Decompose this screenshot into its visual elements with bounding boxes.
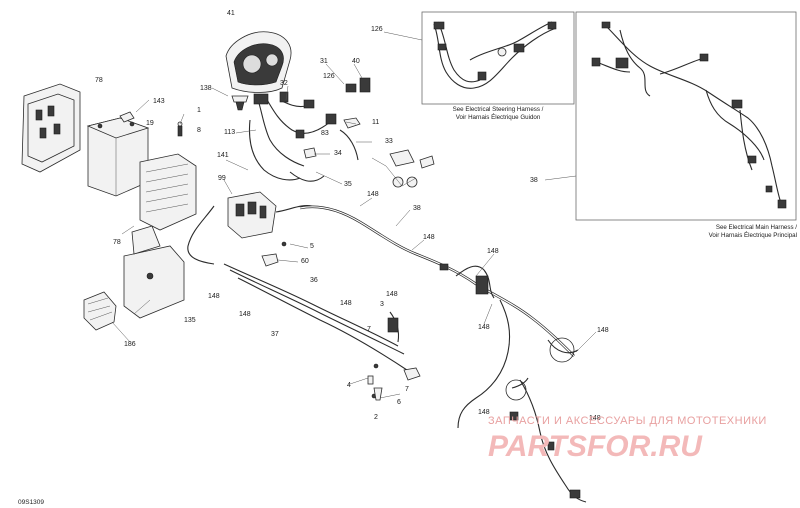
gauge-cluster (225, 31, 292, 93)
battery-cover (139, 153, 197, 231)
battery-tray (123, 225, 185, 319)
callout-38: 38 (413, 205, 421, 212)
rubber-cover-186 (83, 291, 117, 331)
watermark-logo: PARTSFOR.RU (488, 430, 703, 463)
callout-11: 11 (372, 119, 379, 126)
callout-113: 113 (224, 129, 235, 136)
main-harness-inset: See Electrical Main Harness / Voir Harna… (575, 11, 797, 239)
callout-83: 83 (321, 130, 329, 137)
callout-148-b: 148 (423, 234, 435, 241)
callout-3: 3 (380, 301, 384, 308)
callout-186: 186 (124, 341, 136, 348)
callout-40: 40 (352, 58, 360, 65)
callout-8: 8 (197, 127, 201, 134)
callout-7-lower: 7 (405, 386, 409, 393)
callout-148-f: 148 (340, 300, 352, 307)
callout-34: 34 (334, 150, 342, 157)
callout-99: 99 (218, 175, 226, 182)
callout-38-inset: 38 (530, 177, 538, 184)
callout-148-k: 148 (589, 415, 601, 422)
callout-148-j: 148 (478, 409, 490, 416)
callout-141: 141 (217, 152, 229, 159)
callout-labels: 41 126 78 143 138 1 19 8 31 40 32 126 11… (95, 10, 609, 422)
leader-126-inset (383, 31, 423, 41)
small-hardware (261, 241, 383, 401)
callout-31: 31 (320, 58, 328, 65)
callout-148-i: 148 (597, 327, 609, 334)
callout-126: 126 (323, 73, 335, 80)
callout-143: 143 (153, 98, 165, 105)
steering-note-line1: See Electrical Steering Harness / (453, 106, 544, 113)
callout-60: 60 (301, 258, 309, 265)
callout-78-tray: 78 (113, 239, 121, 246)
callout-138: 138 (200, 85, 212, 92)
callout-78-bracket: 78 (95, 77, 103, 84)
callout-135: 135 (184, 317, 196, 324)
callout-33: 33 (385, 138, 393, 145)
callout-1: 1 (197, 107, 201, 114)
callout-148-c: 148 (487, 248, 499, 255)
callout-6: 6 (397, 399, 401, 406)
front-harness-cluster (248, 77, 435, 188)
callout-19: 19 (146, 120, 154, 127)
watermark: ЗАПЧАСТИ И АКСЕССУАРЫ ДЛЯ МОТОТЕХНИКИ PA… (488, 415, 767, 463)
leader-lines (111, 63, 597, 399)
callout-148-a: 148 (367, 191, 379, 198)
callout-148-h: 148 (478, 324, 490, 331)
callout-37: 37 (271, 331, 279, 338)
callout-148-g: 148 (386, 291, 398, 298)
callout-148-d: 148 (208, 293, 220, 300)
callout-4: 4 (347, 382, 351, 389)
callout-36: 36 (310, 277, 318, 284)
main-harness-tube (223, 205, 587, 503)
leader-38-inset (544, 175, 577, 181)
battery-box-bracket (21, 83, 81, 173)
callout-5: 5 (310, 243, 314, 250)
callout-7-upper: 7 (367, 326, 371, 333)
main-note-line2: Voir Harnais Électrique Principal (709, 232, 797, 239)
callout-2: 2 (374, 414, 378, 421)
battery (86, 117, 150, 197)
diagram-code: 09S1309 (18, 499, 44, 506)
fuse-box (187, 191, 313, 265)
callout-35: 35 (344, 181, 352, 188)
callout-32: 32 (280, 80, 288, 87)
main-note-line1: See Electrical Main Harness / (716, 224, 797, 231)
callout-41: 41 (227, 10, 235, 17)
callout-126-inset: 126 (371, 26, 383, 33)
callout-148-e: 148 (239, 311, 251, 318)
steering-note-line2: Voir Harnais Électrique Guidon (456, 114, 541, 121)
watermark-tagline: ЗАПЧАСТИ И АКСЕССУАРЫ ДЛЯ МОТОТЕХНИКИ (488, 415, 767, 427)
steering-harness-inset: See Electrical Steering Harness / Voir H… (421, 11, 575, 121)
